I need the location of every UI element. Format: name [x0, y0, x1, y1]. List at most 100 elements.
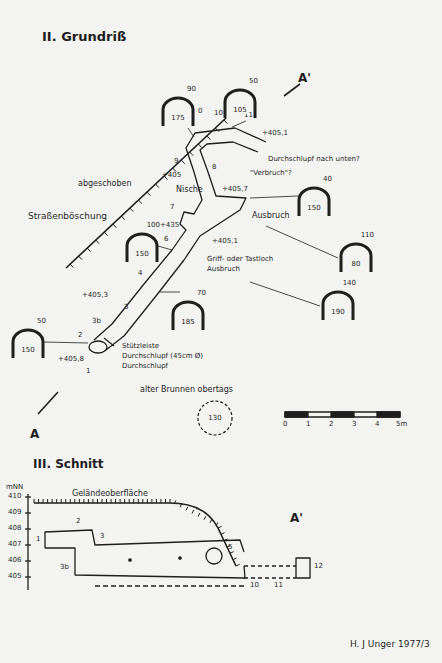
hatch-stroke [147, 192, 150, 196]
height-dimension: 105 [233, 107, 246, 114]
scale-number: 0 [283, 421, 287, 428]
hatch-stroke [79, 256, 82, 260]
hatch-stroke [88, 499, 89, 503]
station-number: 3 [100, 533, 104, 540]
axis-number: 409 [8, 509, 21, 516]
hatch-stroke [113, 224, 116, 228]
axis-tick [25, 497, 31, 577]
arch-profile [173, 302, 203, 330]
hatch-stroke [121, 216, 124, 220]
station-number: 0 [198, 108, 202, 115]
width-dimension: 70 [197, 290, 206, 297]
well-circle: 130 [195, 398, 235, 438]
small-chamber [89, 341, 107, 353]
hatch-stroke [52, 499, 53, 503]
feature-label: Griff- oder Tastloch [207, 256, 273, 263]
hatch-stroke [192, 510, 194, 514]
station-number: 7 [170, 204, 174, 211]
arch-profile [225, 90, 255, 118]
cross-section-profile: 140 190 [320, 280, 356, 322]
cross-section-profile: 90175 [160, 86, 196, 128]
hatch-stroke [106, 499, 107, 503]
arch-profile [323, 292, 353, 320]
station-number: 2 [76, 518, 80, 525]
hatch-stroke [156, 184, 159, 188]
author-note: H. J Unger 1977/3 [350, 640, 430, 649]
hatch-stroke [198, 144, 201, 148]
hatch-stroke [92, 499, 93, 503]
hatch-stroke [174, 500, 176, 504]
feature-label: abgeschoben [78, 180, 132, 188]
arch-profile [341, 244, 371, 272]
station-number: 3 [124, 304, 128, 311]
hatch-stroke [170, 499, 171, 503]
hatch-stroke [38, 499, 39, 503]
hatch-stroke [165, 499, 166, 503]
width-dimension: 100 [147, 222, 160, 229]
hatch-stroke [130, 208, 133, 212]
arch-profile [13, 330, 43, 358]
height-dimension: 185 [181, 319, 194, 326]
hatch-stroke [221, 533, 225, 535]
hatch-stroke [56, 499, 57, 503]
width-dimension: 50 [249, 78, 258, 85]
hatch-stroke [147, 499, 148, 503]
elevation: +405,7 [222, 186, 248, 193]
hatch-stroke [142, 499, 143, 503]
scale-number: 4 [375, 421, 379, 428]
station-number: 3b [60, 564, 69, 571]
axis-number: 410 [8, 493, 21, 500]
feature-label: Durchschlupf [122, 363, 168, 370]
hatch-stroke [230, 552, 234, 554]
arch-profile [299, 188, 329, 216]
hatch-stroke [138, 200, 141, 204]
station-number: 11 [274, 582, 283, 589]
station-number: 10 [214, 110, 223, 117]
hatch-stroke [124, 499, 125, 503]
hatch-stroke [129, 499, 130, 503]
hatch-stroke [190, 152, 193, 156]
hatch-stroke [97, 499, 98, 503]
feature-label: Nische [176, 186, 203, 194]
section-mark: A' [298, 72, 311, 84]
hatch-stroke [79, 499, 80, 503]
feature-label: Straßenböschung [28, 212, 107, 221]
surface-label: Geländeoberfläche [72, 490, 148, 498]
station-number: 6 [164, 236, 168, 243]
station-number: 2 [78, 332, 82, 339]
section-mark: A [30, 428, 39, 440]
scale-number: 3 [352, 421, 356, 428]
scale-number: 2 [329, 421, 333, 428]
axis-number: 408 [8, 525, 21, 532]
scale-bar [285, 412, 400, 417]
height-dimension: 190 [331, 309, 344, 316]
cross-section-profile: 40150 [296, 176, 332, 218]
height-dimension: 130 [208, 415, 221, 422]
hatch-stroke [207, 136, 210, 140]
width-dimension: 140 [343, 280, 356, 287]
section-mark: A' [290, 512, 303, 524]
axis-number: 407 [8, 541, 21, 548]
elevation: +405,1 [262, 130, 288, 137]
station-number: 1 [36, 536, 40, 543]
well-outline [198, 401, 232, 435]
height-dimension: 80 [352, 261, 361, 268]
width-dimension: 110 [361, 232, 374, 239]
arch-profile [127, 234, 157, 262]
leader-line [44, 121, 338, 343]
width-dimension: 40 [323, 176, 332, 183]
height-dimension: 150 [135, 251, 148, 258]
hatch-stroke [74, 499, 75, 503]
hatch-stroke [70, 264, 73, 268]
station-number: 5 [228, 544, 232, 551]
section-heading: III. Schnitt [33, 458, 104, 470]
hatch-stroke [133, 499, 134, 503]
elevation: +405,3 [82, 292, 108, 299]
hatch-stroke [224, 539, 228, 541]
section-line [284, 84, 300, 96]
hatch-stroke [218, 526, 222, 528]
station-number: 10 [250, 582, 259, 589]
hatch-stroke [160, 499, 161, 503]
slope-line [66, 118, 226, 268]
hatch-stroke [186, 507, 188, 511]
